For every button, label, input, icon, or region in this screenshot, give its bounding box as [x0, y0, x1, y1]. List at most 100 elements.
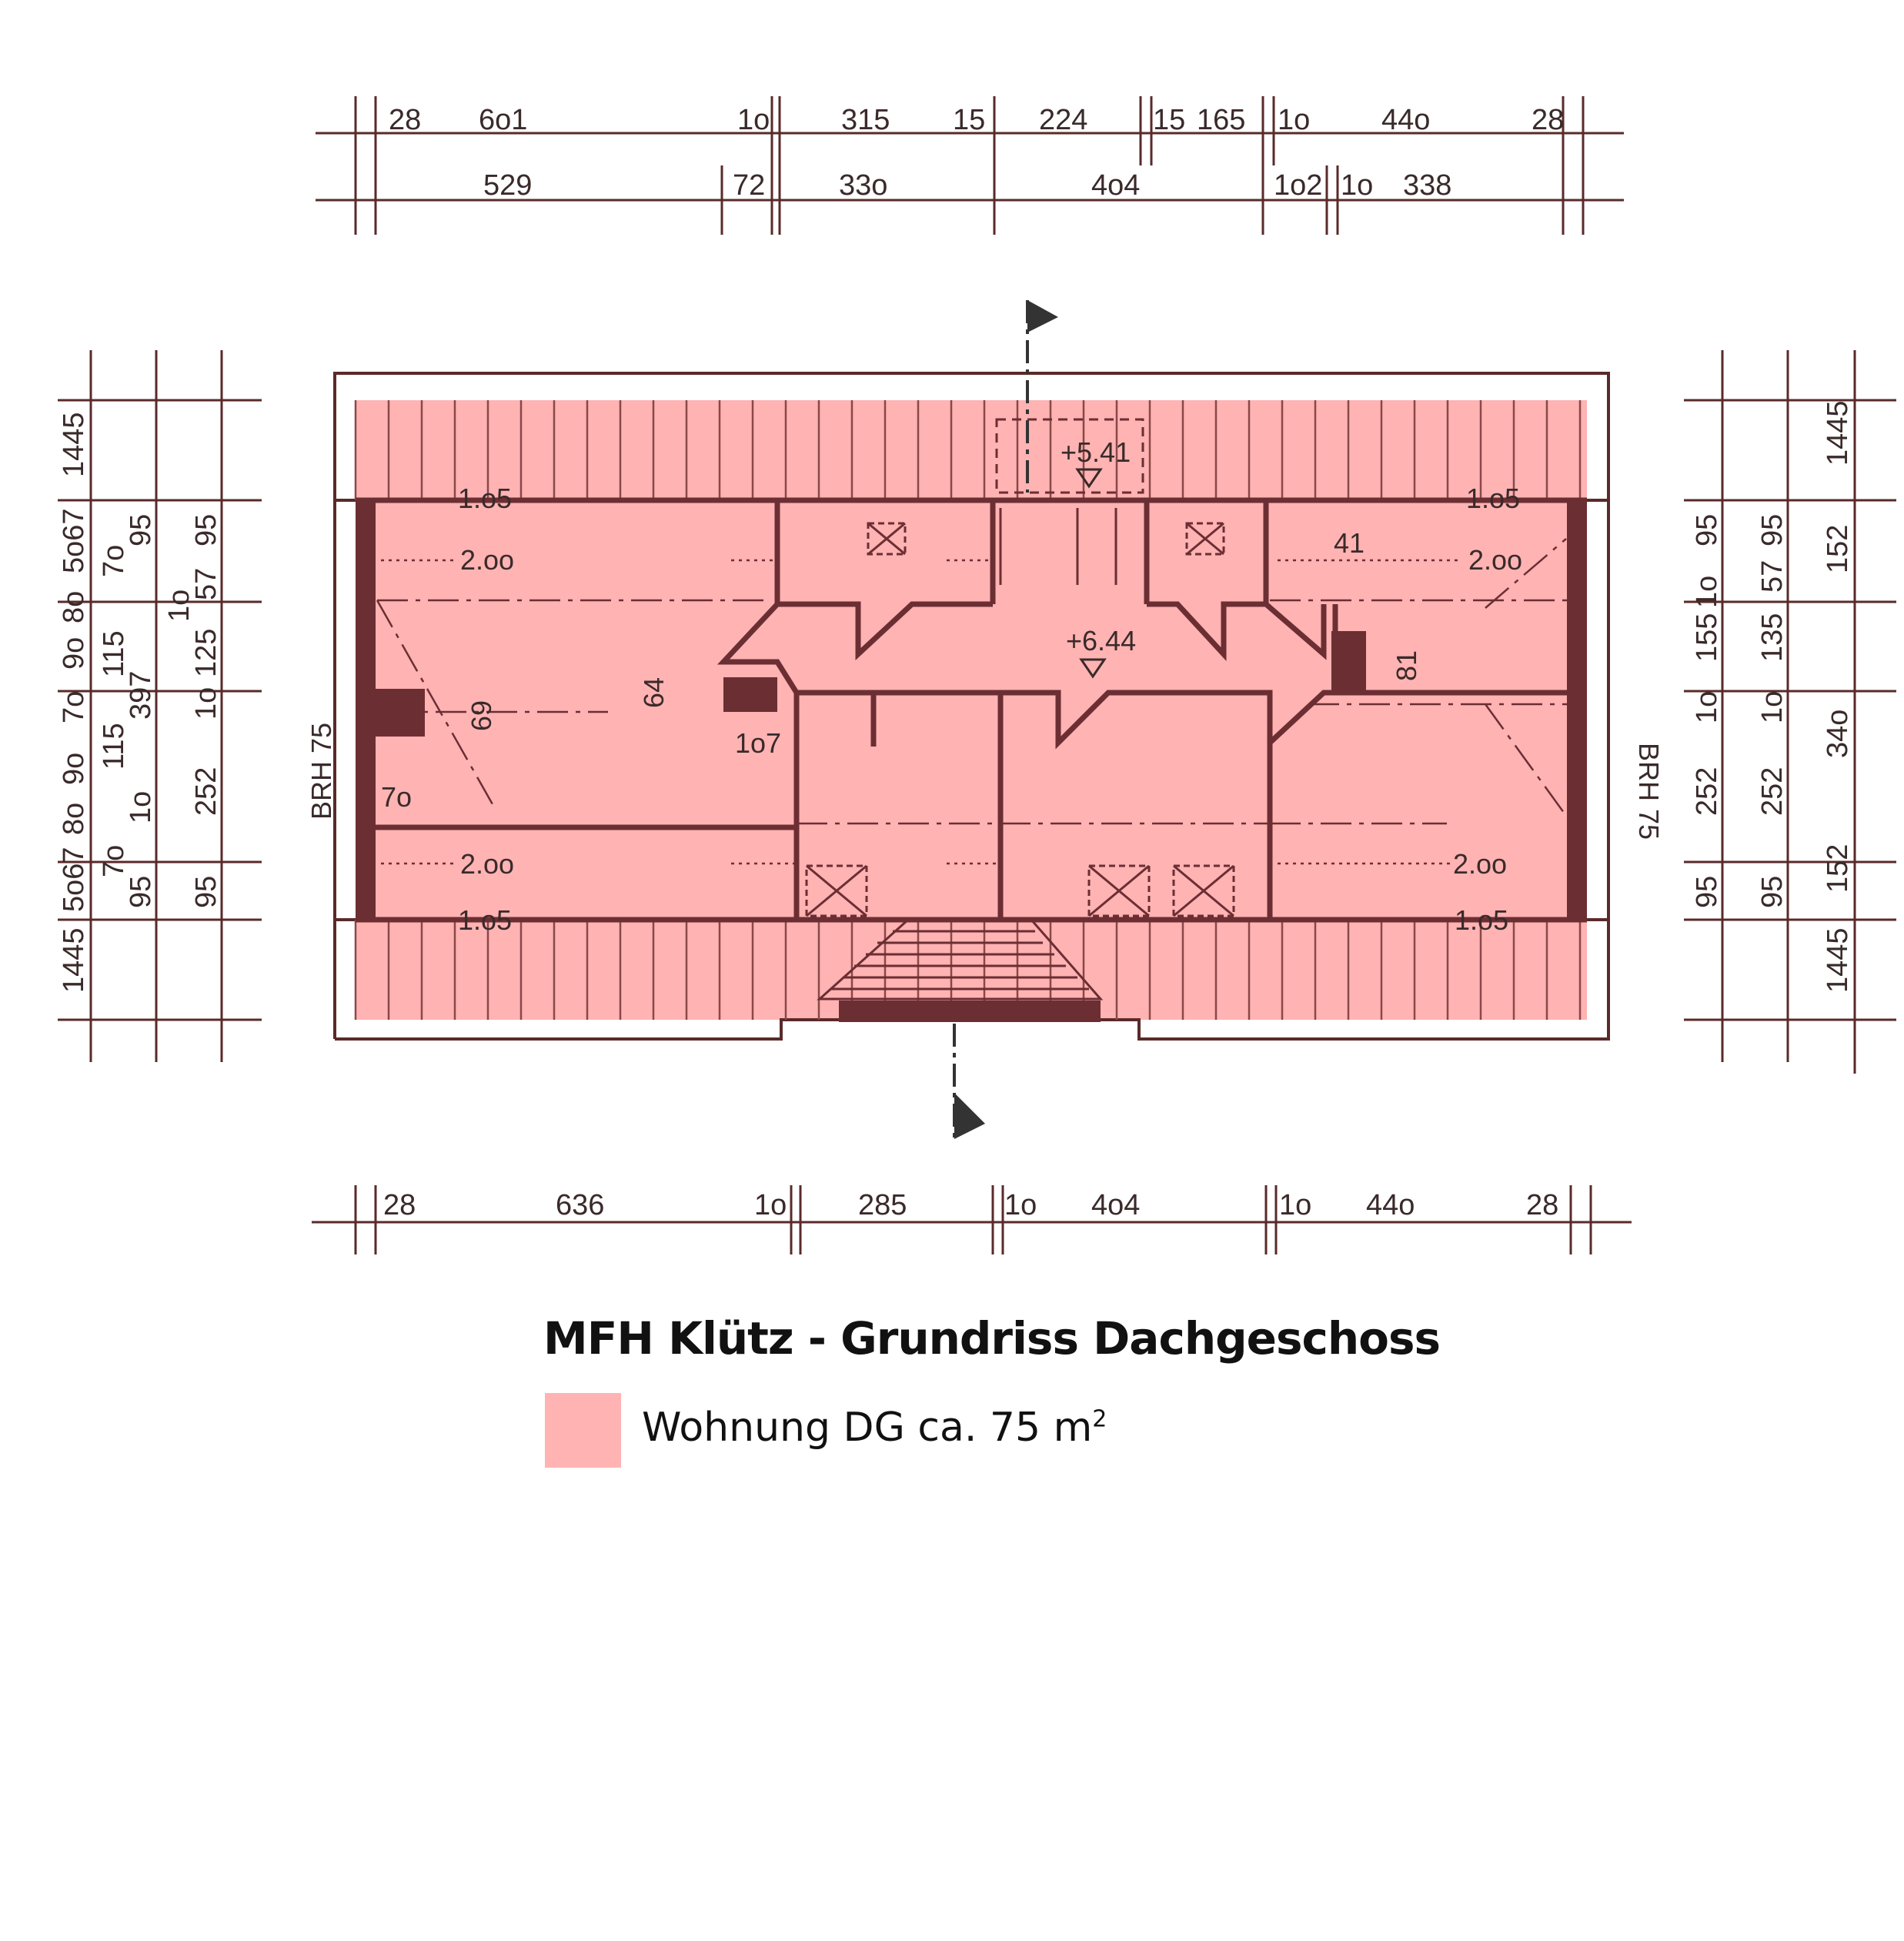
dim-bottom-2: 1o	[754, 1189, 787, 1221]
dotted-lines	[381, 559, 1462, 865]
dim-left3-0: 95	[190, 514, 222, 546]
roof-outline	[333, 372, 1610, 1041]
height-105-top-left: 1.o5	[458, 483, 512, 514]
dim-right-4: 1o	[1691, 691, 1723, 723]
dim-bottom-3: 285	[858, 1189, 907, 1221]
top-dimension-text: 28 6o1 1o 315 15 224 15 165 1o 44o 28 52…	[389, 104, 1564, 202]
dim-left2-4: 115	[98, 723, 130, 770]
dim-right2-2: 135	[1756, 613, 1789, 662]
plan-labels: +5.41 +6.44 BRH 75 BRH 75 1.o5 1.o5 1.o5…	[306, 436, 1665, 936]
dim-label-81: 81	[1391, 650, 1422, 681]
dim-label-70: 7o	[381, 781, 412, 813]
dim-label-64: 64	[638, 677, 670, 708]
right-dimension-lines	[1684, 350, 1896, 1074]
dim-right-0: 1445	[1822, 400, 1854, 466]
dim-top2-2: 33o	[839, 169, 887, 202]
dim-top-1: 6o1	[479, 104, 527, 136]
dim-left2-1: 7o	[98, 545, 130, 577]
dim-left-0: 1445	[58, 412, 90, 477]
dim-right-2: 1o	[1691, 576, 1723, 608]
dim-label-69: 69	[466, 700, 497, 731]
dim-top-6: 15	[1153, 104, 1185, 136]
top-dimension-lines	[316, 96, 1624, 235]
legend-label-superscript: 2	[1092, 1405, 1107, 1433]
dim-top-3: 315	[841, 104, 890, 136]
dim-left2-3: 397	[125, 671, 157, 720]
brh-left-label: BRH 75	[306, 723, 337, 820]
apartment-area	[356, 400, 1587, 1020]
dim-top2-4: 1o2	[1274, 169, 1322, 202]
dim-bottom-7: 44o	[1366, 1189, 1415, 1221]
legend-label-text: Wohnung DG ca. 75 m	[642, 1405, 1093, 1451]
dim-right2-4: 252	[1756, 767, 1789, 816]
legend-swatch	[545, 1393, 621, 1468]
dim-bottom-0: 28	[383, 1189, 416, 1221]
dim-left-8: 1445	[58, 927, 90, 993]
page-title: MFH Klütz - Grundriss Dachgeschoss	[543, 1312, 1441, 1365]
axis-lines	[376, 538, 1570, 825]
dim-right2-5: 95	[1756, 876, 1789, 908]
dim-right3-4: 1445	[1822, 927, 1854, 993]
dim-top-0: 28	[389, 104, 421, 136]
dim-left3-4: 1o	[190, 687, 222, 720]
dim-top-10: 28	[1532, 104, 1564, 136]
dim-label-41: 41	[1334, 527, 1365, 559]
dim-right-6: 95	[1691, 876, 1723, 908]
dim-top-9: 44o	[1381, 104, 1430, 136]
dim-label-107: 1o7	[735, 727, 781, 759]
bottom-dimension-text: 28 636 1o 285 1o 4o4 1o 44o 28	[383, 1189, 1558, 1221]
right-dimension-text: 1445 95 1o 155 1o 252 95 95 57 135 1o 25…	[1691, 400, 1854, 993]
dim-bottom-4: 1o	[1004, 1189, 1037, 1221]
dim-right-3: 155	[1691, 613, 1723, 662]
height-105-top-right: 1.o5	[1466, 483, 1520, 514]
dim-left-1: 5o67	[58, 508, 90, 573]
elevation-label-2: +6.44	[1066, 625, 1136, 656]
dim-right2-3: 1o	[1756, 691, 1789, 723]
dim-top2-5: 1o	[1341, 169, 1373, 202]
legend-label: Wohnung DG ca. 75 m2	[642, 1405, 1107, 1451]
bottom-dimension-lines	[312, 1185, 1632, 1254]
dim-left3-1: 1o	[163, 590, 195, 622]
dim-right3-3: 152	[1822, 844, 1854, 893]
dim-top2-3: 4o4	[1091, 169, 1140, 202]
dim-right3-2: 34o	[1822, 710, 1854, 758]
dim-left-6: 8o	[58, 803, 90, 835]
height-105-bottom-right: 1.o5	[1455, 904, 1508, 936]
dim-bottom-1: 636	[556, 1189, 604, 1221]
height-200-label-1: 2.oo	[460, 544, 514, 576]
dim-bottom-5: 4o4	[1091, 1189, 1140, 1221]
dim-left-5: 9o	[58, 753, 90, 785]
dim-right2-0: 95	[1756, 514, 1789, 546]
height-105-bottom-left: 1.o5	[458, 904, 512, 936]
dim-left-2: 8o	[58, 591, 90, 623]
dim-left2-5: 7o	[98, 845, 130, 877]
dim-right2-1: 57	[1756, 560, 1789, 593]
dim-right-5: 252	[1691, 767, 1723, 816]
brh-right-label: BRH 75	[1633, 743, 1665, 840]
section-markers	[953, 300, 1058, 1139]
dim-top2-0: 529	[483, 169, 532, 202]
dim-left3-2: 57	[190, 568, 222, 600]
left-dimension-lines	[58, 350, 262, 1062]
dim-bottom-6: 1o	[1279, 1189, 1311, 1221]
skylights	[805, 522, 1235, 917]
dim-right3-1: 152	[1822, 525, 1854, 573]
dim-top2-1: 72	[733, 169, 765, 202]
height-200-label-3: 2.oo	[460, 848, 514, 880]
dim-top-2: 1o	[737, 104, 770, 136]
height-200-label-2: 2.oo	[1468, 544, 1522, 576]
height-200-label-4: 2.oo	[1453, 848, 1507, 880]
dim-top-4: 15	[953, 104, 985, 136]
dim-left3-7: 1o	[125, 791, 157, 824]
dim-left-4: 7o	[58, 691, 90, 723]
dim-left3-3: 125	[190, 629, 222, 677]
dim-top-7: 165	[1197, 104, 1245, 136]
dim-left2-6: 95	[125, 876, 157, 908]
dim-right-1: 95	[1691, 514, 1723, 546]
dim-left3-6: 95	[190, 876, 222, 908]
dim-top2-6: 338	[1403, 169, 1451, 202]
dim-top-5: 224	[1039, 104, 1087, 136]
elevation-label-1: +5.41	[1061, 436, 1131, 468]
dim-top-8: 1o	[1278, 104, 1310, 136]
